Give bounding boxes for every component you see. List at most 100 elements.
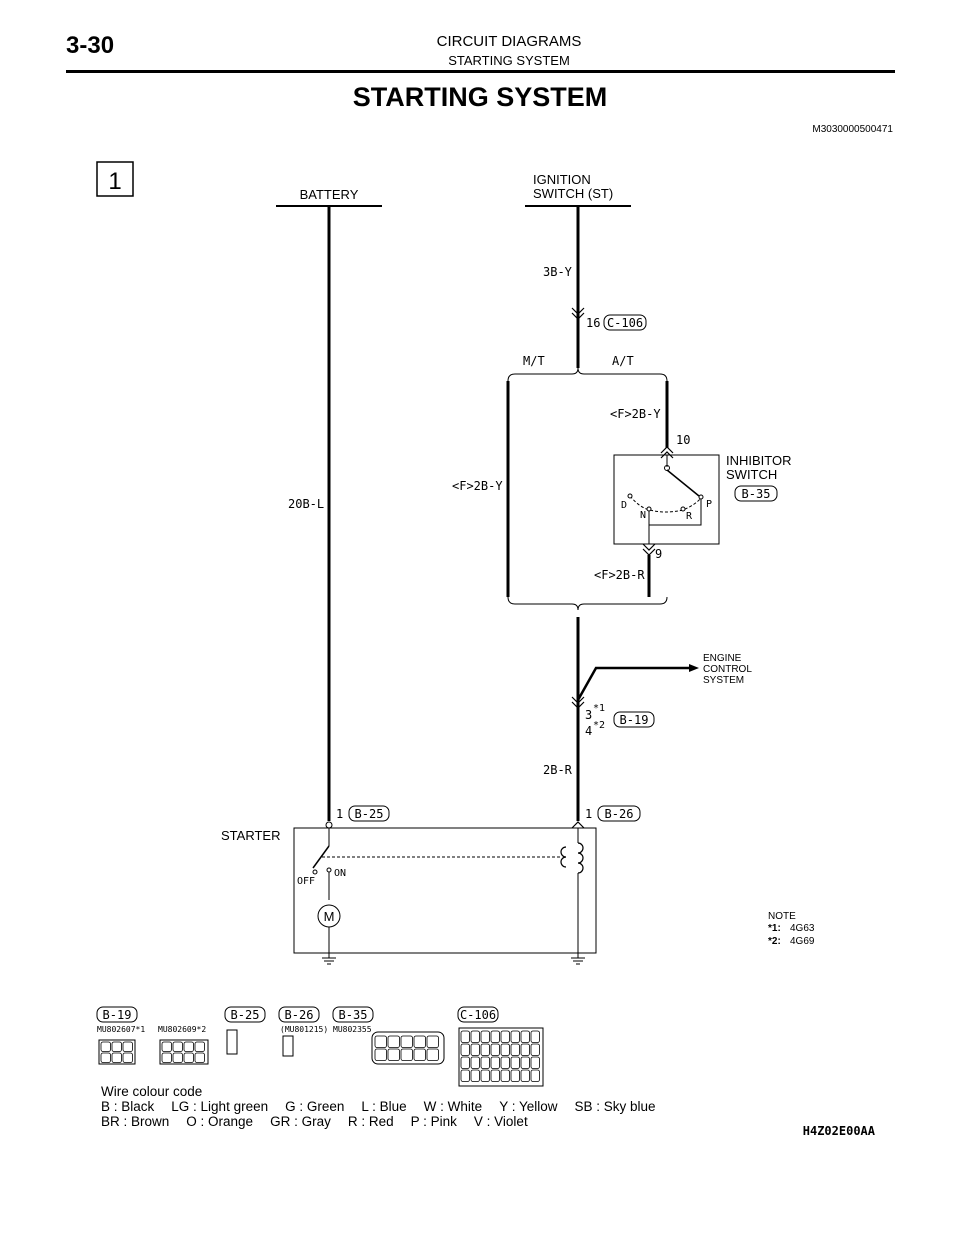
starter-label: STARTER <box>221 828 280 843</box>
ecs-label-1: ENGINE <box>703 653 742 664</box>
off-label: OFF <box>297 876 315 887</box>
pin-4: 4 <box>585 724 592 738</box>
legend-item: BR : Brown <box>101 1114 170 1129</box>
legend-item: SB : Sky blue <box>574 1099 656 1114</box>
connector-pin-cell <box>460 1069 470 1082</box>
solenoid-coil-pull <box>577 842 584 874</box>
connector-pin-cell <box>500 1043 510 1056</box>
contact-d <box>627 493 633 499</box>
connector-pin-cell <box>374 1048 387 1061</box>
wire-colour-legend: Wire colour code B : Black LG : Light gre… <box>101 1084 673 1129</box>
connector-tag-b35-label: B-35 <box>339 1008 368 1022</box>
connector-pin-cell <box>520 1043 530 1056</box>
ecs-label-3: SYSTEM <box>703 675 744 686</box>
connector-pin-cell <box>480 1056 490 1069</box>
wire-mt-2b-y-label: <F>2B-Y <box>452 479 503 493</box>
star-2-mark: *2 <box>593 720 605 731</box>
b19-face-1 <box>98 1039 136 1065</box>
legend-item: O : Orange <box>186 1114 254 1129</box>
connector-pin-cell <box>460 1030 470 1043</box>
connector-mark-b19 <box>571 696 585 709</box>
b19-part-2: MU802609*2 <box>158 1025 206 1034</box>
connector-pin-cell <box>530 1043 540 1056</box>
connector-pin-cell <box>460 1043 470 1056</box>
connector-pin-cell <box>480 1030 490 1043</box>
pin-9: 9 <box>655 547 662 561</box>
connector-pin-cell <box>387 1035 400 1048</box>
connector-pin-cell <box>183 1052 194 1063</box>
pin-16: 16 <box>586 316 600 330</box>
wire-at-2b-r-label: <F>2B-R <box>594 568 645 582</box>
section-box <box>96 161 134 197</box>
pos-d-label: D <box>621 500 627 511</box>
inhibitor-switch-box <box>613 454 720 545</box>
legend-item: G : Green <box>285 1099 345 1114</box>
starter-switch-arm <box>312 845 330 869</box>
connector-pin-cell <box>161 1052 172 1063</box>
connector-pin-cell <box>400 1035 413 1048</box>
ground-icon <box>571 957 585 965</box>
inhibitor-contact-arm <box>666 469 700 497</box>
at-label: A/T <box>612 354 634 368</box>
connector-box-b26 <box>597 805 641 822</box>
starter-box <box>293 827 597 954</box>
connector-tag-c106-label: C-106 <box>460 1008 496 1022</box>
pin-10: 10 <box>676 433 690 447</box>
connector-pin-cell <box>470 1069 480 1082</box>
connector-tag-b26-label: B-26 <box>285 1008 314 1022</box>
connector-tag-b19 <box>96 1006 138 1023</box>
connector-pin-cell <box>480 1043 490 1056</box>
inhibitor-label-1: INHIBITOR <box>726 453 792 468</box>
legend-item: P : Pink <box>410 1114 457 1129</box>
branch-bracket-top <box>507 367 668 382</box>
star-1-mark: *1 <box>593 703 605 714</box>
pos-r-label: R <box>686 511 693 522</box>
connector-tag-b26 <box>278 1006 320 1023</box>
connector-mark-b35-out <box>642 543 656 556</box>
connector-mark-b35-in <box>660 446 674 459</box>
connector-pin-cell <box>520 1069 530 1082</box>
connector-pin-cell <box>510 1043 520 1056</box>
ignition-label-1: IGNITION <box>533 172 591 187</box>
connector-pin-cell <box>426 1048 439 1061</box>
legend-row-1: B : Black LG : Light green G : Green L : Bl… <box>101 1099 673 1114</box>
connector-pin-cell <box>100 1052 111 1063</box>
contact-off <box>312 869 318 875</box>
wire-at-2b-y-label: <F>2B-Y <box>610 407 661 421</box>
legend-title: Wire colour code <box>101 1084 203 1099</box>
connector-tag-b25 <box>224 1006 266 1023</box>
connector-box-c106 <box>603 314 647 331</box>
connector-pin-cell <box>470 1043 480 1056</box>
connector-pin-cell <box>413 1035 426 1048</box>
connector-pin-cell <box>172 1041 183 1052</box>
branch-bracket-bottom <box>507 596 668 611</box>
connector-pin-cell <box>530 1069 540 1082</box>
b26-face <box>282 1035 294 1057</box>
header-subtitle: STARTING SYSTEM <box>448 53 570 68</box>
header-rule <box>66 70 895 73</box>
legend-item: LG : Light green <box>171 1099 269 1114</box>
solenoid-coil-hold <box>560 846 567 868</box>
legend-item: R : Red <box>347 1114 394 1129</box>
connector-pin-cell <box>194 1052 205 1063</box>
connector-pin-cell <box>122 1041 133 1052</box>
connector-mark-c106 <box>571 307 585 320</box>
document-code: M3030000500471 <box>812 124 893 135</box>
connector-box-b25 <box>348 805 390 822</box>
connector-pin-cell <box>183 1041 194 1052</box>
legend-item: L : Blue <box>361 1099 407 1114</box>
battery-label: BATTERY <box>300 187 359 202</box>
legend-item: Y : Yellow <box>499 1099 558 1114</box>
connector-pin-cell <box>111 1052 122 1063</box>
legend-item: B : Black <box>101 1099 155 1114</box>
connector-tag-b35 <box>332 1006 374 1023</box>
wire-2b-r-label: 2B-R <box>543 763 573 777</box>
note-value-2: 4G69 <box>790 936 815 947</box>
section-number: 1 <box>108 168 121 195</box>
connector-pin-cell <box>161 1041 172 1052</box>
ecs-branch <box>576 666 690 701</box>
starter-terminal-b25 <box>325 821 333 829</box>
legend-item: V : Violet <box>473 1114 528 1129</box>
connector-b25-label: B-25 <box>355 807 384 821</box>
connector-pin-cell <box>194 1041 205 1052</box>
